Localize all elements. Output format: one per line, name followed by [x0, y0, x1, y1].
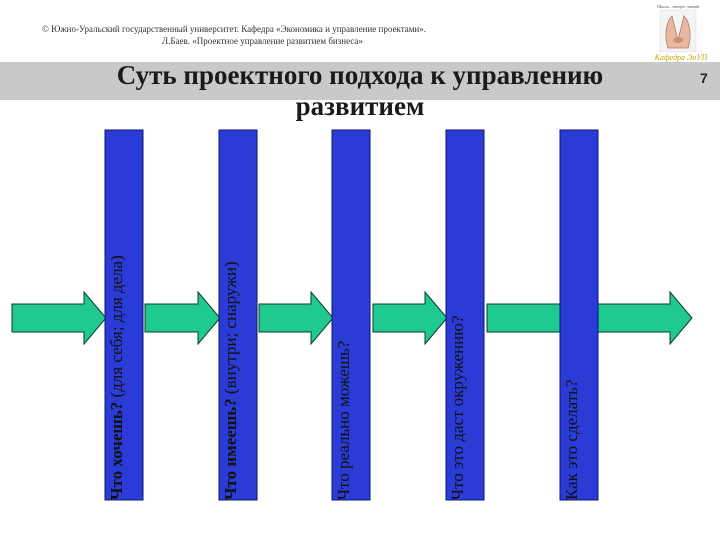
step-label-1: Что хочешь? (для себя; для дела) [107, 255, 127, 500]
flow-arrow-1 [11, 290, 107, 346]
step-label-2: Что имеешь? (внутри; снаружи) [221, 261, 241, 500]
step-label-3: Что реально можешь? [334, 341, 354, 500]
flow-arrow-4 [372, 290, 448, 346]
step-panel-1 [104, 129, 144, 501]
step-panel-4 [445, 129, 485, 501]
flow-arrow-3 [258, 290, 334, 346]
step-label-text: (внутри; снаружи) [221, 261, 240, 399]
step-label-bold: Что имеешь? [221, 398, 240, 500]
slide-title: Суть проектного подхода к управлению раз… [40, 60, 680, 122]
copyright-notice: © Южно-Уральский государственный универс… [42, 23, 602, 47]
flow-arrow-2 [144, 290, 221, 346]
step-label-text: (для себя; для дела) [107, 255, 126, 402]
logo-caption: Кафедра ЭиУП [654, 53, 708, 62]
step-panel-3 [331, 129, 371, 501]
hands-logo-icon [659, 9, 697, 53]
header-band [0, 62, 720, 100]
slide-title-line-2: развитием [295, 91, 425, 121]
copyright-line-1: © Южно-Уральский государственный универс… [42, 24, 426, 34]
step-label-4: Что это даст окружению? [448, 316, 468, 501]
step-label-text: Что реально можешь? [334, 340, 353, 500]
step-panel-5 [559, 129, 599, 501]
page-number: 7 [700, 70, 708, 86]
step-label-text: Что это даст окружению? [448, 315, 467, 501]
slide-title-line-1: Суть проектного подхода к управлению [116, 60, 604, 90]
step-label-bold: Что хочешь? [107, 401, 126, 500]
logo-top-text: Школа – интерес знаний [657, 4, 699, 9]
step-label-text: Как это сделать? [562, 379, 581, 500]
copyright-line-2: Л.Баев. «Проектное управление развитием … [162, 36, 363, 46]
step-label-5: Как это сделать? [562, 380, 582, 500]
step-panel-2 [218, 129, 258, 501]
